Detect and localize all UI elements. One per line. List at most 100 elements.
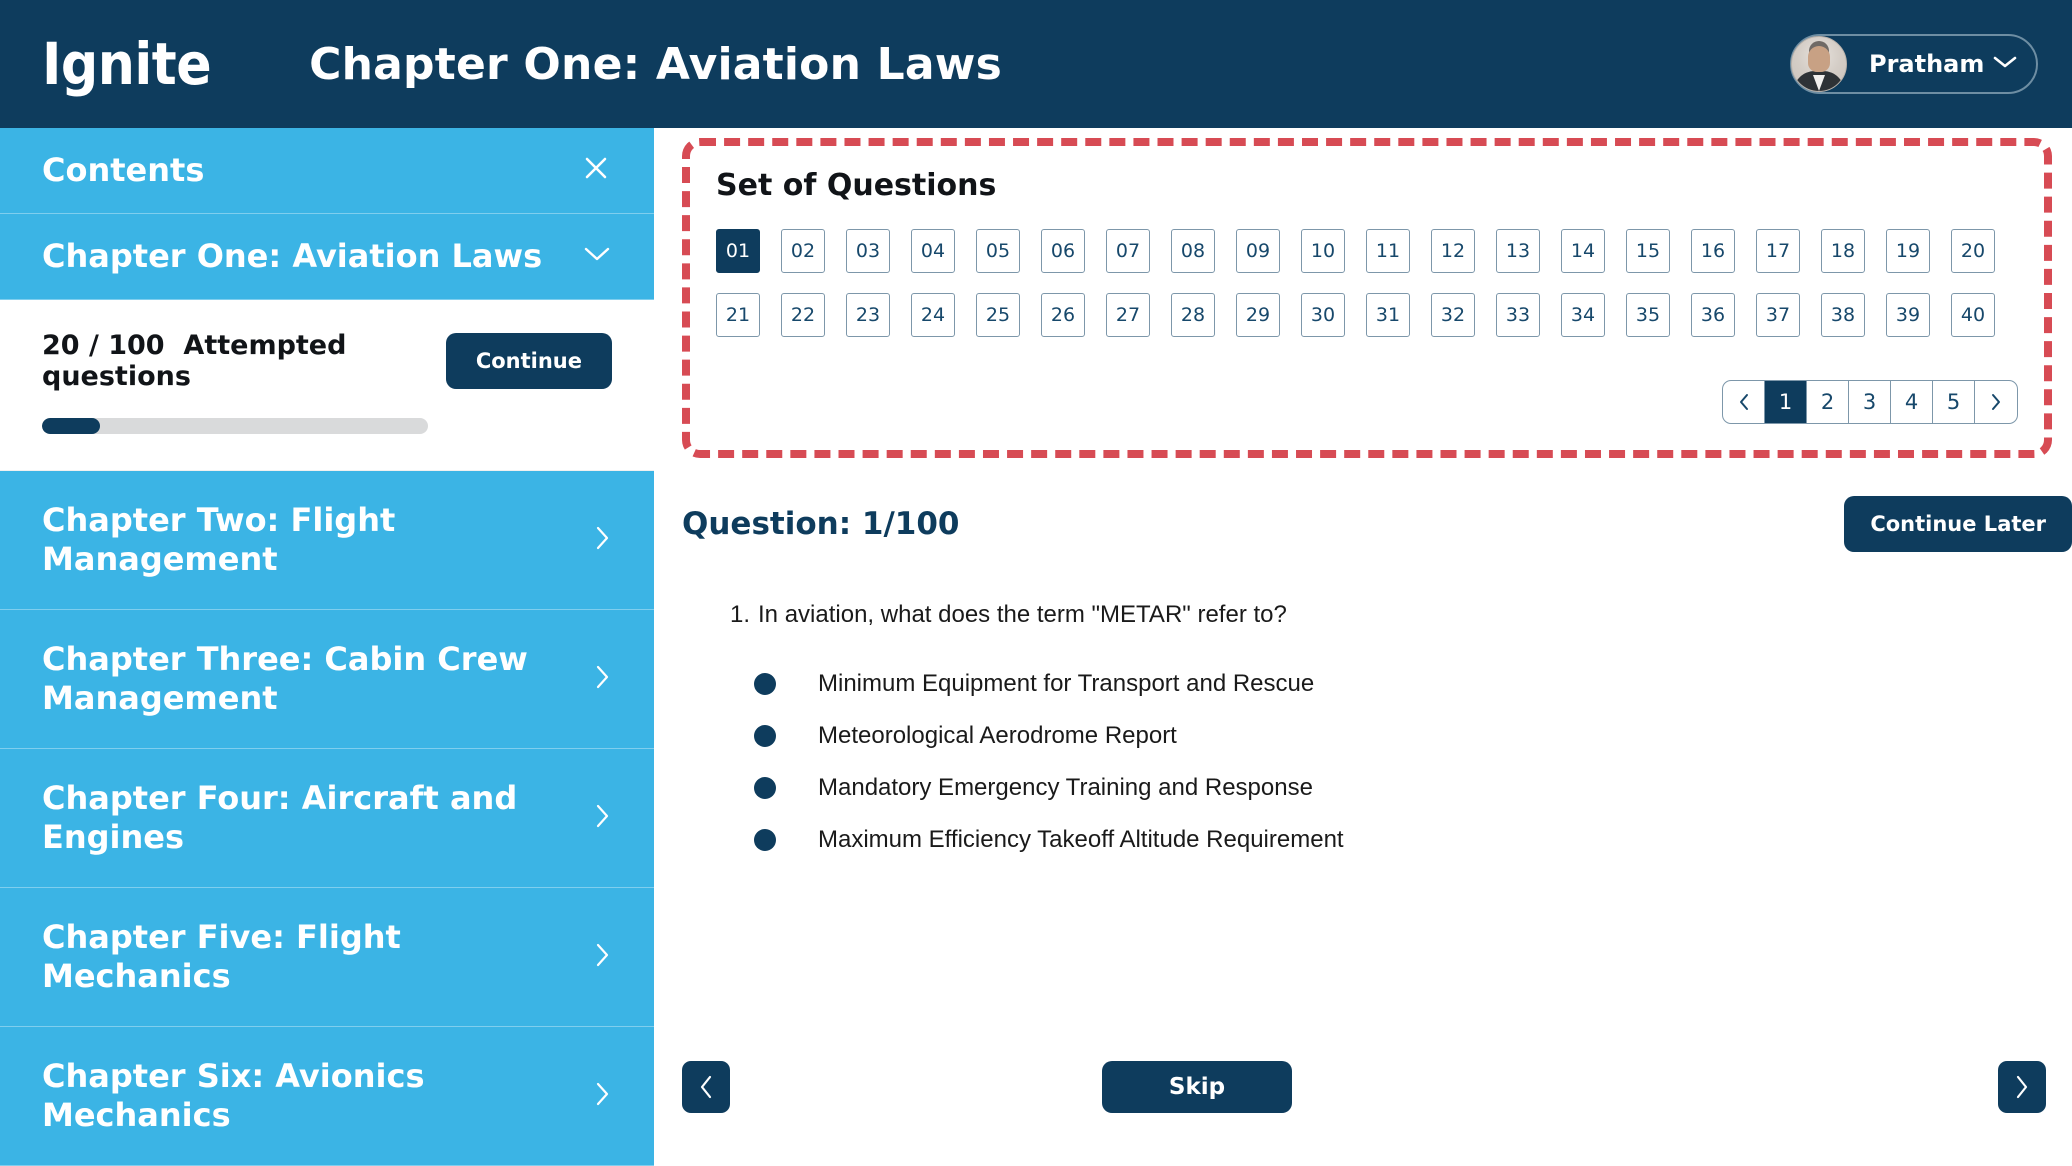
question-number-12[interactable]: 12 bbox=[1431, 229, 1475, 273]
progress-text: 20 / 100 Attempted questions bbox=[42, 330, 446, 392]
sidebar: Contents Chapter One: Aviation Laws 20 /… bbox=[0, 128, 654, 1166]
progress-bar-fill bbox=[42, 418, 100, 434]
question-text: 1.In aviation, what does the term "METAR… bbox=[730, 598, 1287, 632]
question-number-06[interactable]: 06 bbox=[1041, 229, 1085, 273]
question-number-21[interactable]: 21 bbox=[716, 293, 760, 337]
chevron-right-icon bbox=[592, 523, 612, 558]
question-number-13[interactable]: 13 bbox=[1496, 229, 1540, 273]
question-number-27[interactable]: 27 bbox=[1106, 293, 1150, 337]
question-number-14[interactable]: 14 bbox=[1561, 229, 1605, 273]
question-number-36[interactable]: 36 bbox=[1691, 293, 1735, 337]
continue-button[interactable]: Continue bbox=[445, 333, 612, 389]
question-number-04[interactable]: 04 bbox=[911, 229, 955, 273]
question-number: 1. bbox=[730, 601, 751, 628]
radio-bullet-icon bbox=[754, 829, 776, 851]
progress-attempted-label: Attempted questions bbox=[42, 330, 347, 392]
question-number-26[interactable]: 26 bbox=[1041, 293, 1085, 337]
question-number-09[interactable]: 09 bbox=[1236, 229, 1280, 273]
question-number-34[interactable]: 34 bbox=[1561, 293, 1605, 337]
question-header: Question: 1/100 Continue Later bbox=[682, 496, 2072, 552]
question-number-19[interactable]: 19 bbox=[1886, 229, 1930, 273]
pagination-next[interactable] bbox=[1975, 381, 2017, 423]
answer-options: Minimum Equipment for Transport and Resc… bbox=[754, 658, 1344, 866]
sidebar-item-chapter-one[interactable]: Chapter One: Aviation Laws bbox=[0, 214, 654, 300]
question-number-33[interactable]: 33 bbox=[1496, 293, 1540, 337]
question-number-08[interactable]: 08 bbox=[1171, 229, 1215, 273]
question-number-row: 21 22 23 24 25 26 27 28 29 30 31 32 33 34 35 36 37 38 39 40 bbox=[716, 293, 2018, 337]
answer-option-2[interactable]: Meteorological Aerodrome Report bbox=[754, 710, 1344, 762]
continue-later-button[interactable]: Continue Later bbox=[1844, 496, 2072, 552]
sidebar-item-chapter-4[interactable]: Chapter Four: Aircraft and Engines bbox=[0, 749, 654, 889]
progress-count: 20 / 100 bbox=[42, 330, 165, 361]
answer-option-label: Meteorological Aerodrome Report bbox=[818, 722, 1177, 749]
skip-button[interactable]: Skip bbox=[1102, 1061, 1292, 1113]
question-number-38[interactable]: 38 bbox=[1821, 293, 1865, 337]
question-number-31[interactable]: 31 bbox=[1366, 293, 1410, 337]
question-counter: Question: 1/100 bbox=[682, 506, 960, 542]
question-number-35[interactable]: 35 bbox=[1626, 293, 1670, 337]
close-icon[interactable] bbox=[580, 152, 612, 189]
question-number-22[interactable]: 22 bbox=[781, 293, 825, 337]
avatar bbox=[1791, 36, 1847, 92]
question-number-25[interactable]: 25 bbox=[976, 293, 1020, 337]
sidebar-item-chapter-6[interactable]: Chapter Six: Avionics Mechanics bbox=[0, 1027, 654, 1166]
sidebar-item-label: Chapter One: Aviation Laws bbox=[42, 236, 543, 275]
pagination-page-3[interactable]: 3 bbox=[1849, 381, 1891, 423]
chevron-right-icon bbox=[592, 1079, 612, 1114]
answer-option-3[interactable]: Mandatory Emergency Training and Respons… bbox=[754, 762, 1344, 814]
question-number-30[interactable]: 30 bbox=[1301, 293, 1345, 337]
sidebar-contents-header: Contents bbox=[0, 128, 654, 214]
pagination-page-5[interactable]: 5 bbox=[1933, 381, 1975, 423]
pagination-page-1[interactable]: 1 bbox=[1765, 381, 1807, 423]
question-number-15[interactable]: 15 bbox=[1626, 229, 1670, 273]
user-menu[interactable]: Pratham bbox=[1790, 34, 2038, 94]
previous-question-button[interactable] bbox=[682, 1061, 730, 1113]
pagination-prev[interactable] bbox=[1723, 381, 1765, 423]
sidebar-item-chapter-3[interactable]: Chapter Three: Cabin Crew Management bbox=[0, 610, 654, 750]
question-number-10[interactable]: 10 bbox=[1301, 229, 1345, 273]
chevron-right-icon bbox=[592, 662, 612, 697]
question-number-row: 01 02 03 04 05 06 07 08 09 10 11 12 13 14 15 16 17 18 19 20 bbox=[716, 229, 2018, 273]
question-number-28[interactable]: 28 bbox=[1171, 293, 1215, 337]
question-number-23[interactable]: 23 bbox=[846, 293, 890, 337]
answer-option-4[interactable]: Maximum Efficiency Takeoff Altitude Requ… bbox=[754, 814, 1344, 866]
sidebar-item-label: Chapter Three: Cabin Crew Management bbox=[42, 640, 528, 718]
progress-bar bbox=[42, 418, 428, 434]
answer-option-label: Mandatory Emergency Training and Respons… bbox=[818, 774, 1313, 801]
pagination-page-4[interactable]: 4 bbox=[1891, 381, 1933, 423]
next-question-button[interactable] bbox=[1998, 1061, 2046, 1113]
sidebar-item-chapter-2[interactable]: Chapter Two: Flight Management bbox=[0, 471, 654, 611]
question-number-grid: 01 02 03 04 05 06 07 08 09 10 11 12 13 14 15 16 17 18 19 20… bbox=[716, 229, 2018, 337]
pagination-page-2[interactable]: 2 bbox=[1807, 381, 1849, 423]
question-number-11[interactable]: 11 bbox=[1366, 229, 1410, 273]
question-number-29[interactable]: 29 bbox=[1236, 293, 1280, 337]
question-number-32[interactable]: 32 bbox=[1431, 293, 1475, 337]
question-number-39[interactable]: 39 bbox=[1886, 293, 1930, 337]
user-name: Pratham bbox=[1869, 50, 1985, 78]
question-number-03[interactable]: 03 bbox=[846, 229, 890, 273]
question-number-17[interactable]: 17 bbox=[1756, 229, 1800, 273]
sidebar-item-chapter-5[interactable]: Chapter Five: Flight Mechanics bbox=[0, 888, 654, 1028]
chevron-down-icon bbox=[1992, 54, 2018, 75]
question-number-02[interactable]: 02 bbox=[781, 229, 825, 273]
question-number-40[interactable]: 40 bbox=[1951, 293, 1995, 337]
radio-bullet-icon bbox=[754, 673, 776, 695]
question-number-24[interactable]: 24 bbox=[911, 293, 955, 337]
set-of-questions-title: Set of Questions bbox=[716, 168, 997, 203]
question-number-07[interactable]: 07 bbox=[1106, 229, 1150, 273]
page-title: Chapter One: Aviation Laws bbox=[309, 38, 1003, 90]
chevron-right-icon bbox=[592, 940, 612, 975]
sidebar-item-label: Chapter Six: Avionics Mechanics bbox=[42, 1057, 425, 1135]
question-number-16[interactable]: 16 bbox=[1691, 229, 1735, 273]
question-number-20[interactable]: 20 bbox=[1951, 229, 1995, 273]
question-number-18[interactable]: 18 bbox=[1821, 229, 1865, 273]
question-number-01[interactable]: 01 bbox=[716, 229, 760, 273]
chevron-right-icon bbox=[592, 801, 612, 836]
question-number-37[interactable]: 37 bbox=[1756, 293, 1800, 337]
answer-option-1[interactable]: Minimum Equipment for Transport and Resc… bbox=[754, 658, 1344, 710]
question-number-05[interactable]: 05 bbox=[976, 229, 1020, 273]
